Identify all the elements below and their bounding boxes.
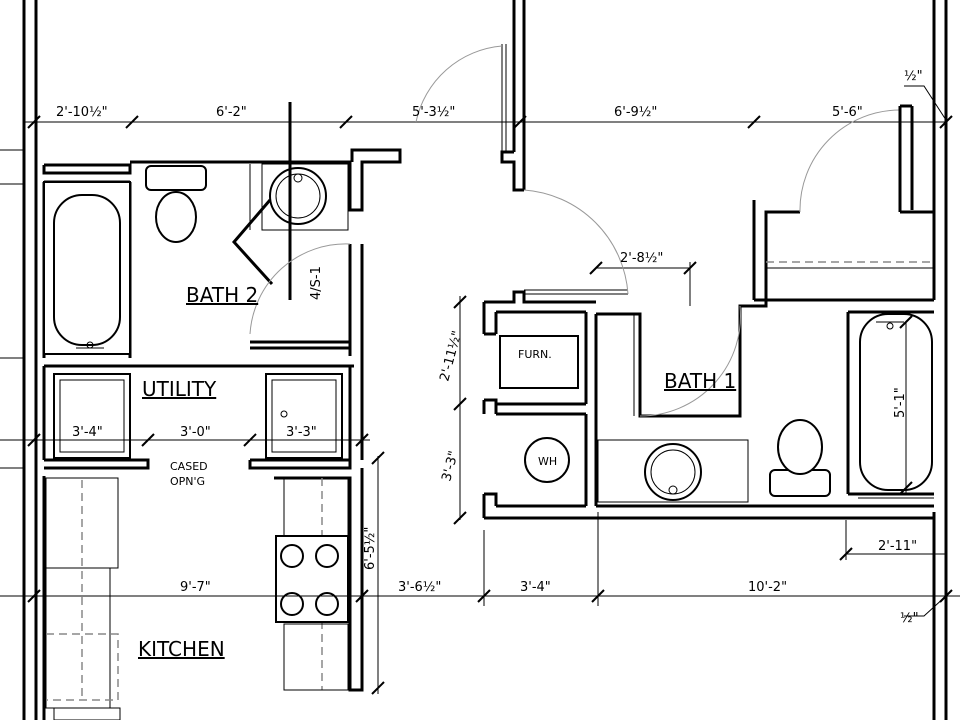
upper-partitions [500,0,526,192]
bath1-right-dimension [839,520,946,561]
dim-bottom-1: 9'-7" [180,580,211,595]
dim-hall-width: 2'-8½" [620,251,663,266]
dim-bath1-tub: 5'-1" [893,387,908,418]
hall-dimension-line [589,261,697,306]
dim-top-2: 6'-2" [216,105,247,120]
dim-bottom-right-half: ½" [900,611,919,626]
cased-opening-label-2: OPN'G [170,475,205,488]
dim-top-3: 5'-3½" [412,105,455,120]
dim-wh-closet: 3'-3" [439,449,461,483]
bath1-vanity [597,439,749,503]
left-edge-marks [0,149,24,469]
dim-utility-3: 3'-3" [286,425,317,440]
bath2-tub [43,181,131,355]
dim-bath1-right: 2'-11" [878,539,917,554]
kitchen-depth-dimension [371,451,385,695]
bath1-tub-dimension [899,315,913,495]
closet-dimension-line [453,295,467,525]
furnace [499,335,579,389]
water-heater [524,437,570,483]
upper-right-closet [754,104,934,306]
utility-dimension-line [0,433,370,447]
bath1-walls [846,310,934,499]
half-inch-leaders [904,85,947,617]
dim-top-right-half: ½" [904,69,923,84]
room-label-kitchen: KITCHEN [138,637,225,661]
water-heater-label: WH [538,455,557,468]
exterior-wall-left [22,0,38,720]
bath2-toilet [145,165,207,243]
bath1-tub [859,313,933,491]
dim-kitchen-depth: 6'-5½" [363,527,378,570]
room-label-bath1: BATH 1 [664,369,736,393]
bath1-toilet [769,419,831,497]
wall-tag: 4/S-1 [309,266,324,300]
furnace-label: FURN. [518,348,552,361]
dim-bottom-4: 10'-2" [748,580,787,595]
dim-bottom-3: 3'-4" [520,580,551,595]
dim-top-1: 2'-10½" [56,105,108,120]
dim-utility-2: 3'-0" [180,425,211,440]
door-swings [415,45,901,417]
cased-opening-label-1: CASED [170,460,208,473]
dim-utility-1: 3'-4" [72,425,103,440]
utility-appliances [53,373,343,459]
room-label-utility: UTILITY [142,377,217,401]
utility-walls [42,356,364,470]
kitchen-counters [45,477,349,720]
closet-walls [482,200,934,520]
dim-top-4: 6'-9½" [614,105,657,120]
bath2-sink [261,163,349,231]
bath2-section-mark [232,102,351,335]
dim-furn-closet: 2'-11½" [437,329,465,383]
top-dimension-line [24,115,953,129]
dim-bottom-2: 3'-6½" [398,580,441,595]
exterior-wall-right [932,0,948,720]
dim-top-5: 5'-6" [832,105,863,120]
room-label-bath2: BATH 2 [186,283,258,307]
bottom-dimension-line [0,512,960,606]
